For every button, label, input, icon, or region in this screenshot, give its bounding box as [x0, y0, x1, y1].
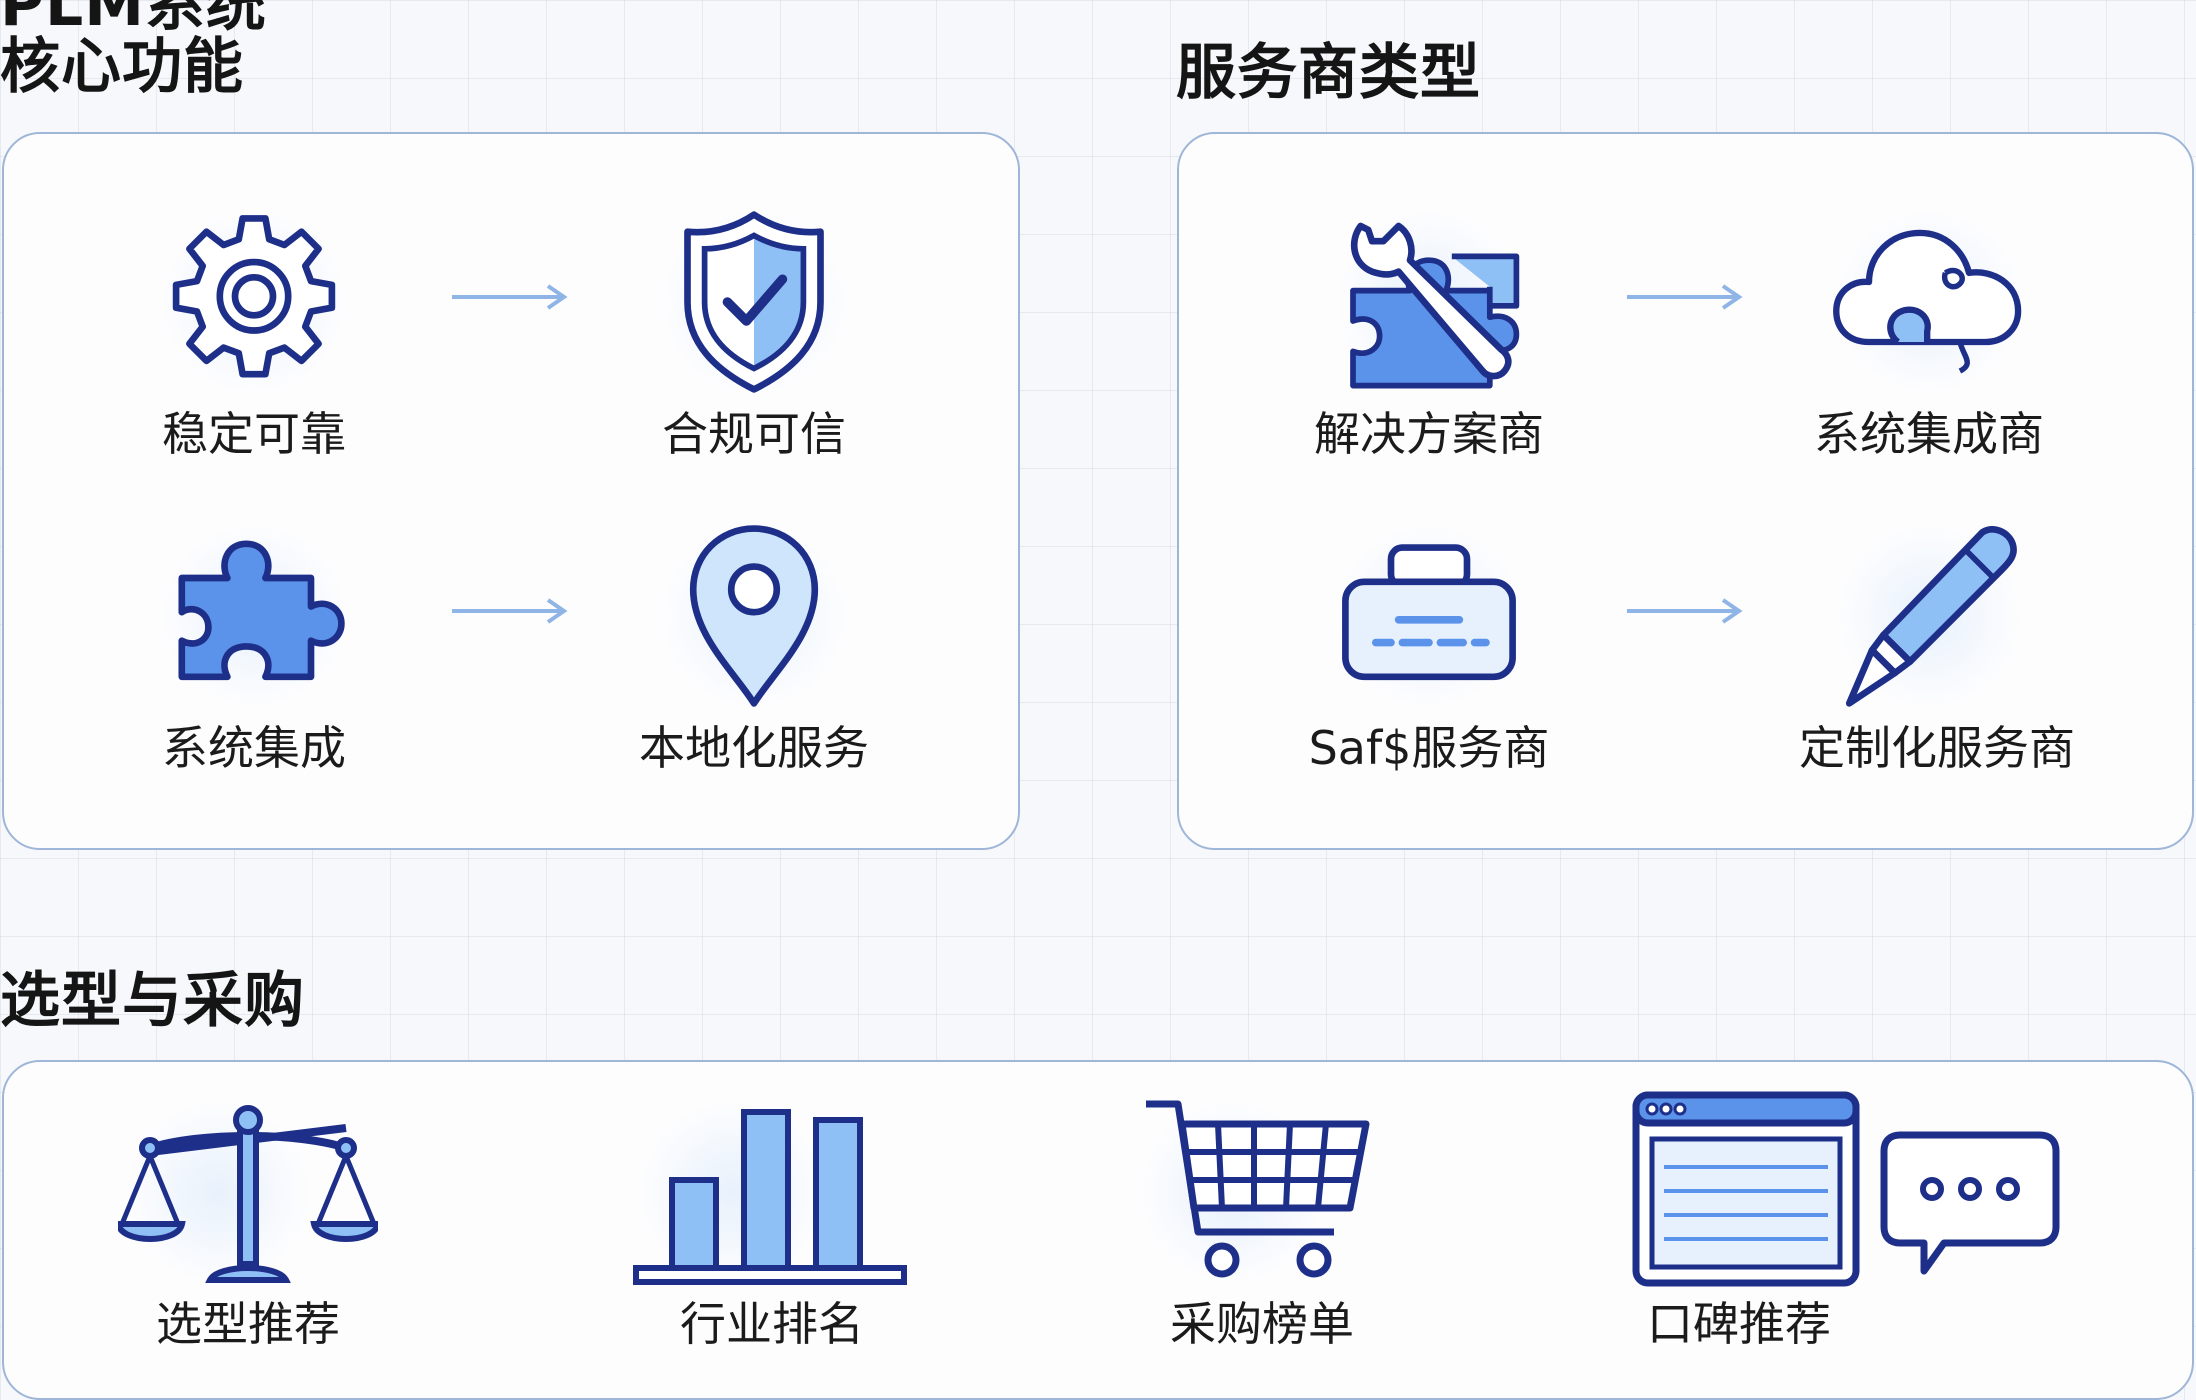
- provider-item-saas: Saf$服务商: [1299, 516, 1559, 776]
- shield-check-icon: [654, 202, 854, 402]
- purchase-item-selection: 选型推荐: [118, 1092, 378, 1352]
- core-item-label: 合规可信: [662, 407, 846, 461]
- core-item-compliance: 合规可信: [624, 202, 884, 462]
- purchase-item-label: 采购榜单: [1170, 1297, 1354, 1351]
- core-item-localization: 本地化服务: [624, 516, 884, 776]
- core-item-label: 本地化服务: [639, 721, 869, 775]
- core-item-label: 稳定可靠: [162, 407, 346, 461]
- provider-types-heading: 服务商类型: [1176, 38, 1481, 108]
- provider-item-integrator: 系统集成商: [1799, 202, 2059, 462]
- gear-icon: [154, 202, 354, 402]
- provider-item-label: 定制化服务商: [1799, 721, 2075, 775]
- purchase-item-label: 选型推荐: [156, 1297, 340, 1351]
- core-item-label: 系统集成: [162, 721, 346, 775]
- shopping-cart-icon: [1132, 1092, 1392, 1292]
- purchase-item-list: 采购榜单: [1132, 1092, 1392, 1352]
- core-item-integration: 系统集成: [124, 516, 384, 776]
- provider-item-solution: 解决方案商: [1299, 202, 1559, 462]
- arrow-right-icon: [1627, 284, 1743, 310]
- bar-chart-icon: [632, 1092, 912, 1292]
- puzzle-icon: [154, 516, 354, 716]
- purchase-item-label: 行业排名: [680, 1297, 864, 1351]
- pen-icon: [1829, 516, 2029, 716]
- provider-types-panel: 解决方案商 系统集成商 Sa: [1177, 132, 2194, 850]
- selection-purchase-panel: 选型推荐 行业排名: [2, 1060, 2194, 1400]
- purchase-item-ranking: 行业排名: [632, 1092, 912, 1352]
- printer-icon: [1329, 516, 1529, 716]
- location-pin-icon: [654, 516, 854, 716]
- arrow-right-icon: [452, 284, 568, 310]
- provider-item-label: 系统集成商: [1814, 407, 2044, 461]
- wrench-puzzle-icon: [1329, 202, 1529, 402]
- provider-item-label: Saf$服务商: [1308, 721, 1550, 775]
- purchase-item-reputation: 口碑推荐: [1624, 1091, 2084, 1352]
- core-functions-panel: 稳定可靠 合规可信 系统集成: [2, 132, 1020, 850]
- provider-item-label: 解决方案商: [1314, 407, 1544, 461]
- provider-item-custom: 定制化服务商: [1799, 516, 2075, 776]
- arrow-right-icon: [1627, 598, 1743, 624]
- core-item-stable: 稳定可靠: [124, 202, 384, 462]
- arrow-right-icon: [452, 598, 568, 624]
- selection-purchase-heading: 选型与采购: [0, 966, 305, 1036]
- scale-icon: [118, 1092, 378, 1292]
- core-functions-heading: PLM系统 核心功能: [0, 0, 267, 102]
- browser-chat-icon: [1624, 1091, 2084, 1292]
- purchase-item-label: 口碑推荐: [1647, 1297, 1831, 1351]
- cloud-puzzle-icon: [1829, 202, 2029, 402]
